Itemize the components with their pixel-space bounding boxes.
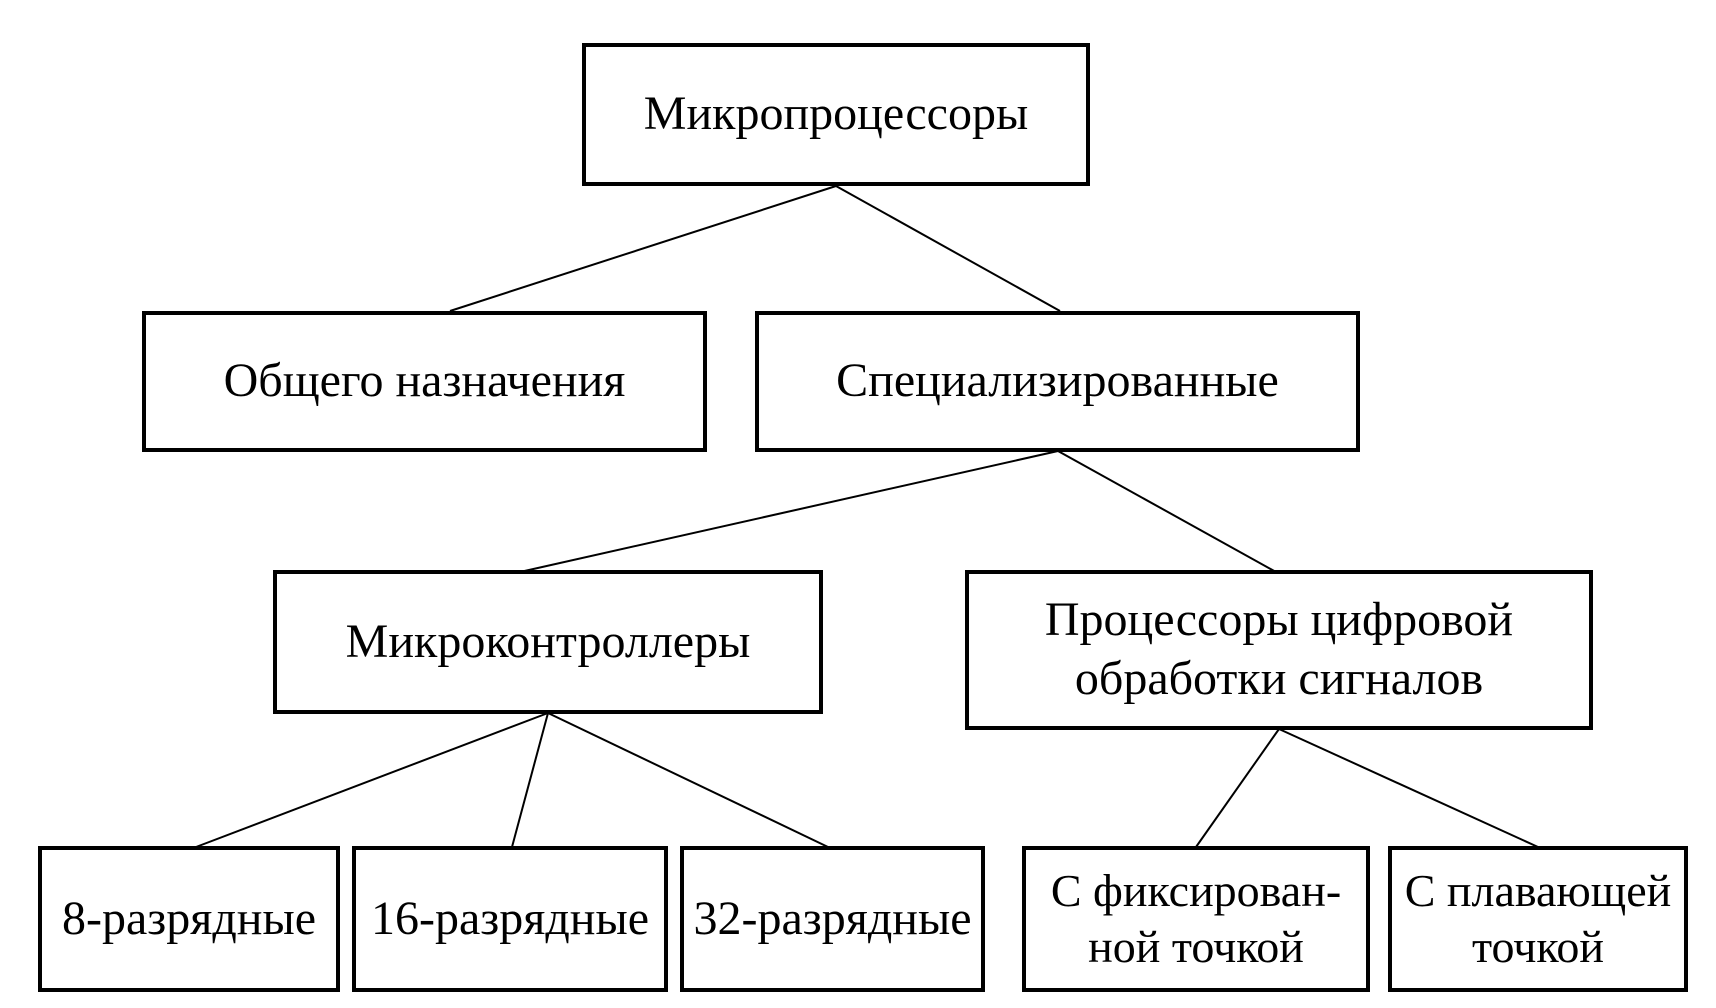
node-label: Микроконтроллеры (345, 614, 751, 668)
node-label-line2: точкой (1471, 921, 1605, 972)
node-label-line2: обработки сигналов (1074, 652, 1484, 705)
node-label: Специализированные (836, 354, 1279, 408)
node-microprocessors: Микропроцессоры (582, 43, 1090, 186)
node-general-purpose: Общего назначения (142, 311, 707, 452)
edge-special-mcu (519, 450, 1059, 573)
edge-mcu-bit32 (547, 712, 829, 848)
edge-special-dsp (1057, 450, 1277, 573)
node-label: Общего назначения (223, 354, 626, 408)
node-16bit: 16-разрядные (352, 846, 668, 992)
node-fixed-point: С фиксирован- ной точкой (1022, 846, 1370, 992)
edge-mcu-bit16 (511, 712, 549, 848)
node-label-line1: Процессоры цифровой (1044, 593, 1514, 647)
edge-root-general (449, 185, 837, 312)
node-label: 8-разрядные (62, 891, 316, 945)
node-label-line2: ной точкой (1088, 921, 1304, 972)
node-label-line1: С плавающей (1404, 864, 1672, 916)
node-specialized: Специализированные (755, 311, 1360, 452)
edge-dsp-fixed (1195, 728, 1280, 848)
node-8bit: 8-разрядные (38, 846, 340, 992)
edge-dsp-float (1278, 728, 1539, 848)
node-32bit: 32-разрядные (680, 846, 985, 992)
node-floating-point: С плавающей точкой (1388, 846, 1688, 992)
node-microcontrollers: Микроконтроллеры (273, 570, 823, 714)
node-label-line1: С фиксирован- (1050, 864, 1342, 916)
node-label: 16-разрядные (371, 891, 649, 945)
node-label: 32-разрядные (693, 891, 972, 945)
edge-root-special (835, 185, 1061, 312)
node-label: Микропроцессоры (643, 87, 1029, 141)
node-dsp: Процессоры цифровой обработки сигналов (965, 570, 1593, 730)
edge-mcu-bit8 (195, 712, 549, 848)
